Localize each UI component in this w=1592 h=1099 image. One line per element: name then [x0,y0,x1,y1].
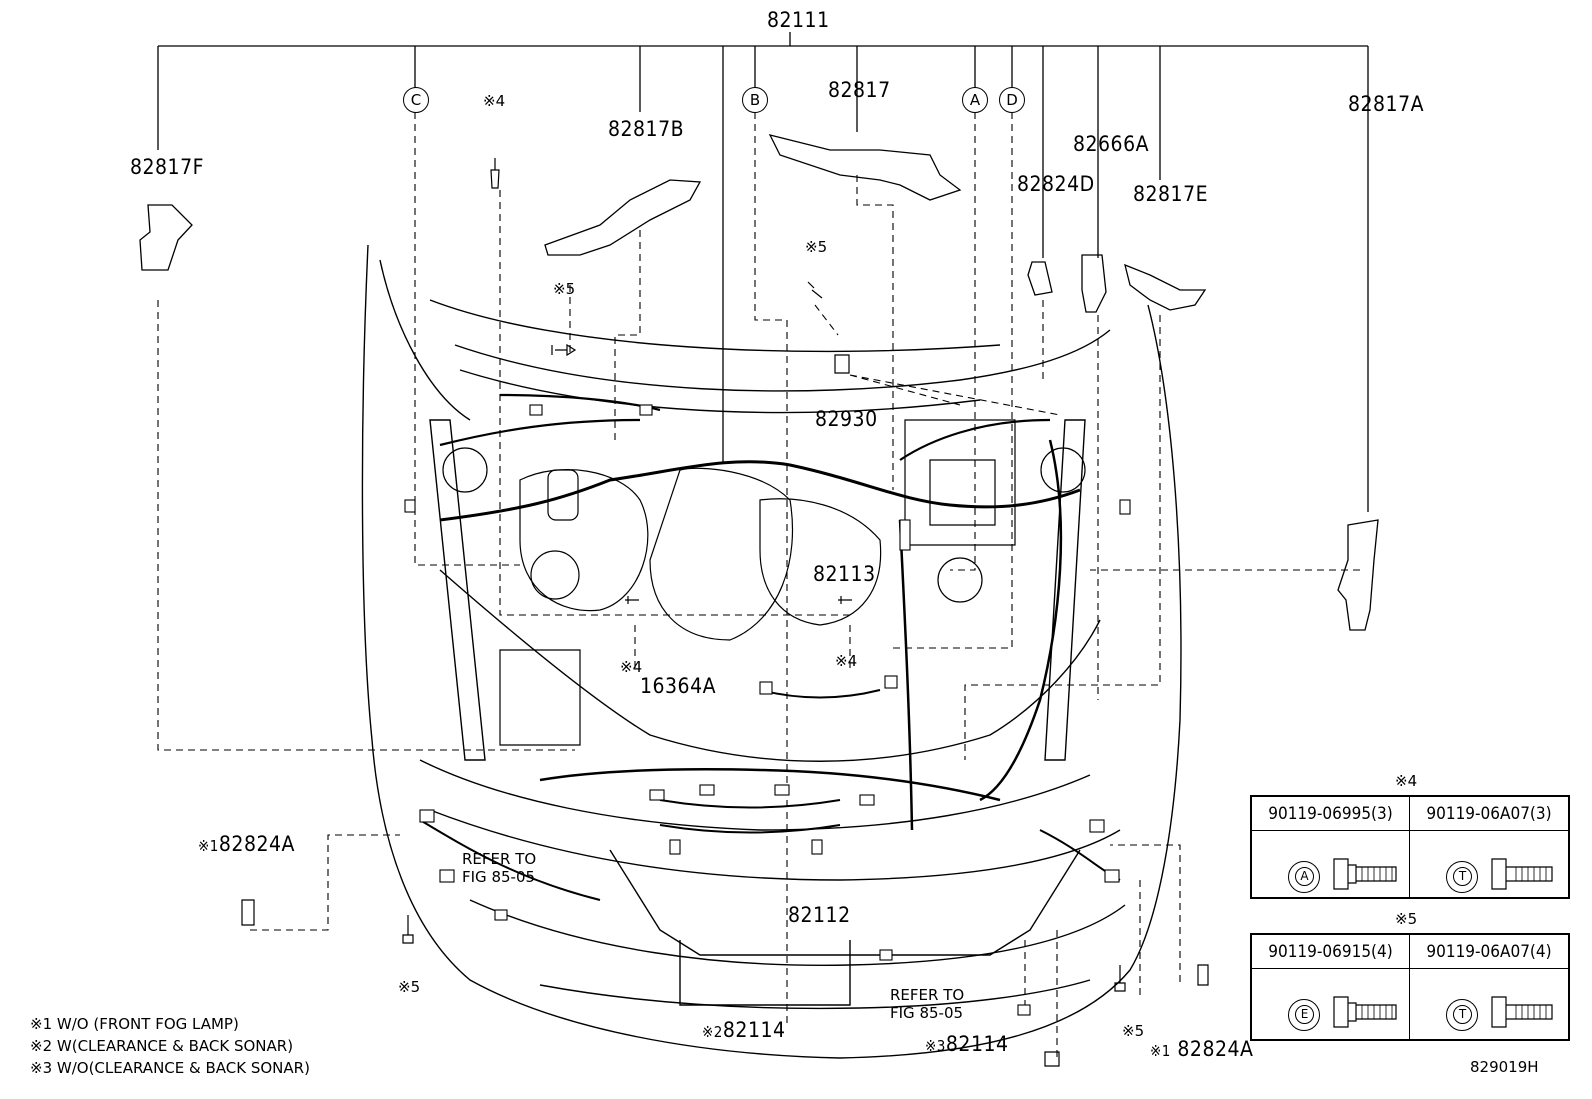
part-label-82111: 82111 [767,8,830,32]
part-label-82114-bottom: ※282114 [702,1018,786,1042]
main-harness-leader [157,32,1369,512]
bolt-table-5: 90119-06915(4) 90119-06A07(4) E T [1250,933,1570,1041]
fastener-mark-5-center: ※5 [805,238,828,256]
bolt-cell-left-5: E [1252,969,1410,1039]
bolt-head-mark-left-4: A [1295,867,1314,886]
part-label-82114-right: ※382114 [925,1032,1009,1056]
note-mark-3: ※3 [925,1037,946,1055]
part-label-82817: 82817 [828,78,891,102]
part-label-82817F: 82817F [130,155,204,179]
refer-note-left-line1: REFER TO [462,850,537,868]
footnote-1: ※1 W/O (FRONT FOG LAMP) [30,1015,239,1033]
refer-note-right-line2: FIG 85-05 [890,1004,964,1022]
part-number-82114-right: 82114 [945,1032,1009,1056]
bolt-part-left-4: 90119-06995(3) [1252,797,1410,831]
part-label-16364A: 16364A [640,674,717,698]
bolt-cell-left-4: A [1252,831,1410,897]
bolt-head-mark-left-5: E [1295,1005,1314,1024]
bolt-table-4: 90119-06995(3) 90119-06A07(3) A T [1250,795,1570,899]
note-mark-1-right: ※1 [1150,1042,1171,1060]
fastener-mark-4-center-low: ※4 [835,652,858,670]
fastener-mark-5-left: ※5 [553,280,576,298]
refer-note-left-line2: FIG 85-05 [462,868,536,886]
vehicle-body-outline [361,244,1182,1059]
bolt-head-icon: E [1288,999,1320,1031]
fastener-mark-5-bottom-left: ※5 [398,978,421,996]
footnote-2: ※2 W(CLEARANCE & BACK SONAR) [30,1037,294,1055]
part-label-82824A-right: ※1 82824A [1150,1037,1253,1061]
fastener-mark-4-left-low: ※4 [620,658,643,676]
callout-D: D [999,87,1025,113]
part-label-82817A: 82817A [1348,92,1425,116]
figure-number: 829019H [1470,1058,1539,1076]
part-label-82824A-left: ※182824A [198,832,295,856]
bolt-head-icon: T [1446,861,1478,893]
part-number-82114-bottom: 82114 [722,1018,786,1042]
part-number-82824A-left: 82824A [218,832,295,856]
footnote-3: ※3 W/O(CLEARANCE & BACK SONAR) [30,1059,310,1077]
bolt-head-icon: A [1288,861,1320,893]
bolt-part-left-5: 90119-06915(4) [1252,935,1410,969]
engine-components [442,419,1086,746]
bolt-part-right-4: 90119-06A07(3) [1410,797,1568,831]
part-label-82113: 82113 [813,562,876,586]
protectors [139,134,1379,631]
part-label-82817B: 82817B [608,117,685,141]
note-mark-2: ※2 [702,1023,723,1041]
bolt-head-mark-right-5: T [1453,1005,1472,1024]
bolt-side-icon [1491,996,1553,1028]
callout-C: C [403,87,429,113]
part-label-82666A: 82666A [1073,132,1150,156]
refer-note-left: REFER TO FIG 85-05 [462,850,536,886]
bolt-table-header-4: ※4 [1395,772,1418,790]
fastener-mark-4-top: ※4 [483,92,506,110]
dashed-leaders [157,112,1360,1062]
part-label-82817E: 82817E [1133,182,1209,206]
bolt-head-mark-right-4: T [1453,867,1472,886]
bolt-head-icon: T [1446,999,1478,1031]
bolts [241,158,1209,1067]
wiring-harness [419,393,1121,901]
callout-B: B [742,87,768,113]
bolt-table-header-5: ※5 [1395,910,1418,928]
connectors [404,404,1131,1016]
part-number-82824A-right: 82824A [1177,1037,1254,1061]
note-mark-1-left: ※1 [198,837,219,855]
bolt-cell-right-5: T [1410,969,1568,1039]
callout-A: A [962,87,988,113]
bolt-side-icon [1491,858,1553,890]
bolt-part-right-5: 90119-06A07(4) [1410,935,1568,969]
part-label-82824D: 82824D [1017,172,1095,196]
refer-note-right: REFER TO FIG 85-05 [890,986,964,1022]
bolt-side-icon [1333,996,1397,1028]
bolt-side-icon [1333,858,1397,890]
part-label-82930: 82930 [815,407,878,431]
part-label-82112: 82112 [788,903,851,927]
bolt-cell-right-4: T [1410,831,1568,897]
fastener-mark-5-bottom-right: ※5 [1122,1022,1145,1040]
hood-struts [429,419,1086,761]
refer-note-right-line1: REFER TO [890,986,965,1004]
